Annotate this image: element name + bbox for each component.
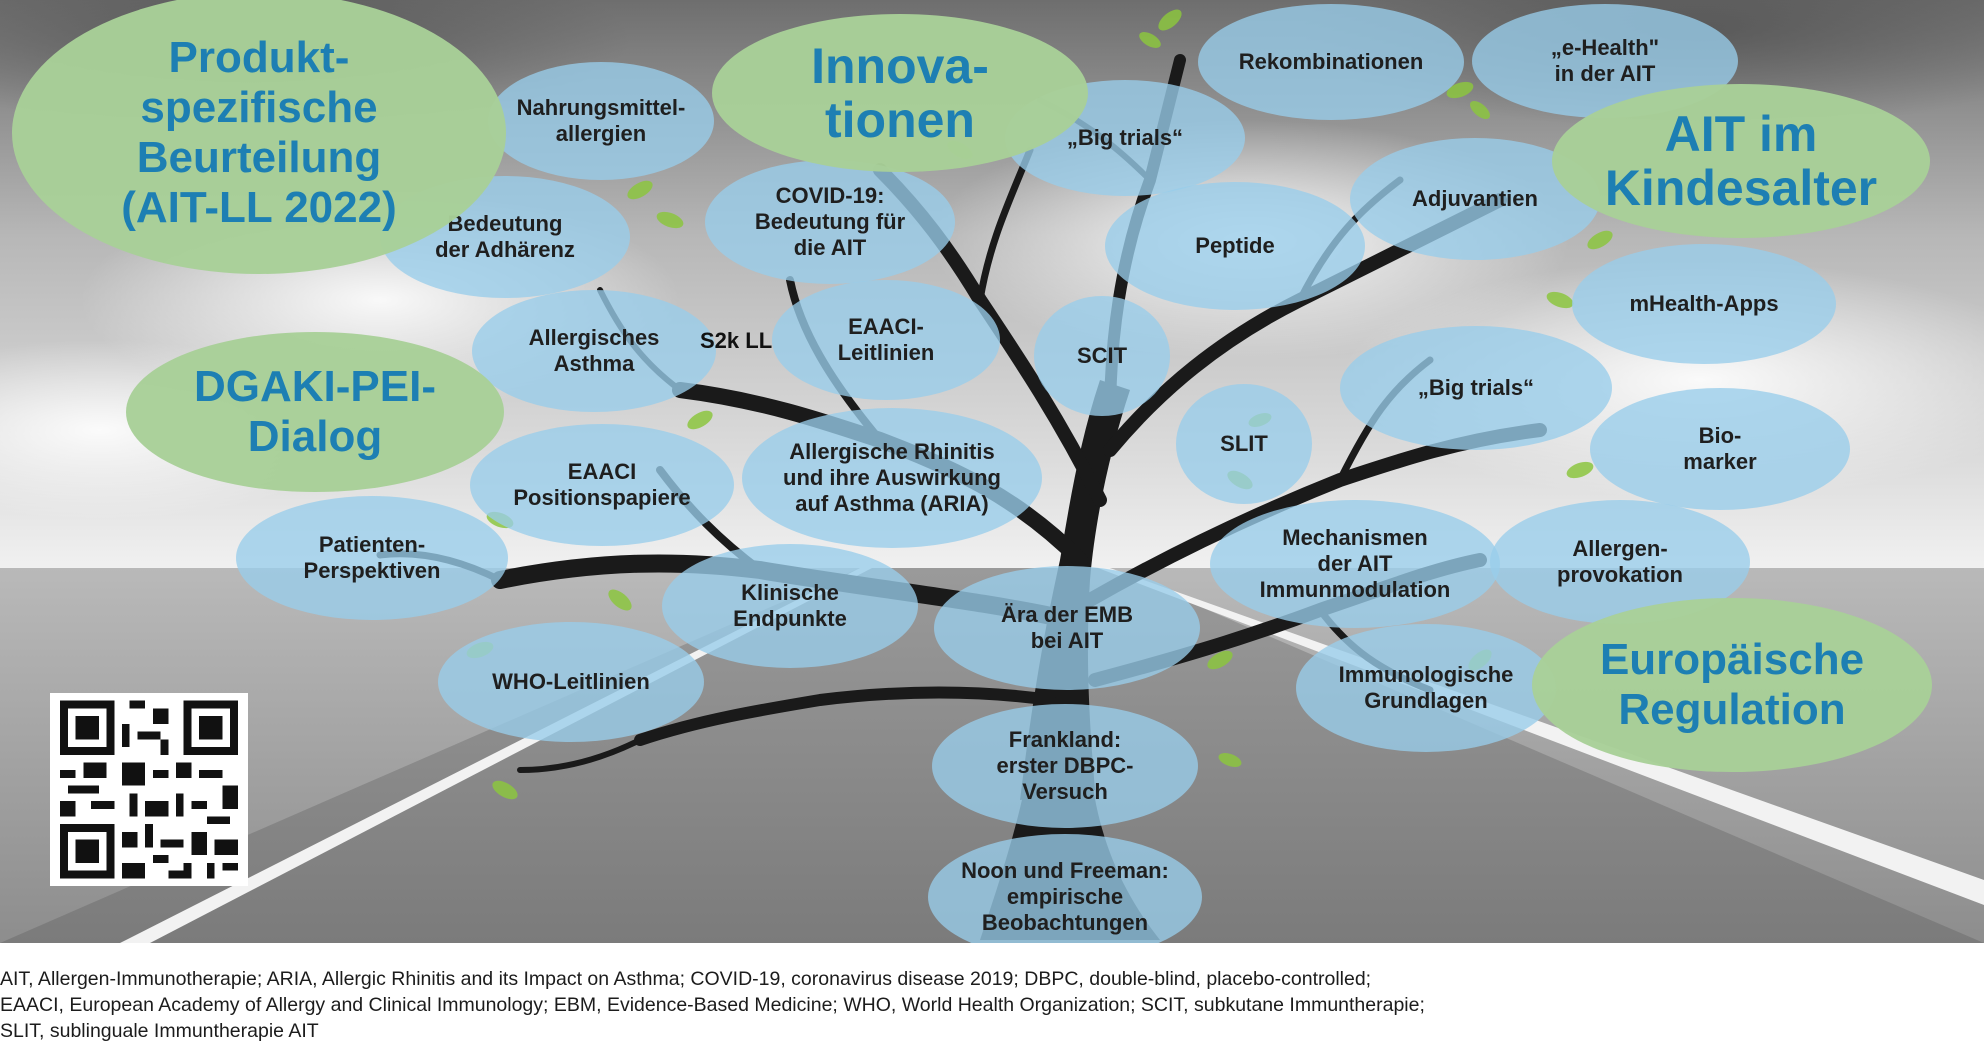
- bubble-label: EAACI- Leitlinien: [837, 314, 935, 365]
- bubble-label: „e-Health" in der AIT: [1550, 35, 1660, 86]
- bubble-label: Bio- marker: [1683, 423, 1757, 474]
- bubble-nahrungsmittelallergien: Nahrungsmittel- allergien: [488, 62, 714, 180]
- bubble-big-trials-right: „Big trials“: [1340, 326, 1612, 450]
- bubble-label: Allergisches Asthma: [528, 325, 660, 376]
- caption-line: SLIT, sublinguale Immuntherapie AIT: [0, 1020, 319, 1042]
- bubble-patientenperspektiven: Patienten- Perspektiven: [236, 496, 508, 620]
- caption-line: AIT, Allergen-Immunotherapie; ARIA, Alle…: [0, 968, 1372, 990]
- qr-code-icon: [50, 693, 248, 886]
- bubble-label: Noon und Freeman: empirische Beobachtung…: [961, 858, 1169, 935]
- bubble-covid: COVID-19: Bedeutung für die AIT: [705, 160, 955, 284]
- bubble-dgaki-pei-dialog: DGAKI-PEI- Dialog: [126, 332, 504, 492]
- bubble-label: WHO-Leitlinien: [492, 669, 650, 694]
- bubble-eaaci-positionspapiere: EAACI Positionspapiere: [470, 424, 734, 546]
- s2k-label: S2k LL: [700, 328, 773, 353]
- bubble-label: Adjuvantien: [1412, 186, 1538, 211]
- bubble-who-leitlinien: WHO-Leitlinien: [438, 622, 704, 742]
- bubble-label: Allergische Rhinitis und ihre Auswirkung…: [783, 439, 1001, 516]
- bubble-label: Mechanismen der AIT Immunmodulation: [1259, 525, 1451, 602]
- bubble-label: „Big trials“: [1066, 125, 1184, 150]
- bubble-klinische-endpunkte: Klinische Endpunkte: [662, 544, 918, 668]
- bubble-label: Europäische Regulation: [1599, 635, 1865, 734]
- bubble-eaaci-leitlinien: EAACI- Leitlinien: [772, 280, 1000, 400]
- bubble-label: Patienten- Perspektiven: [303, 532, 441, 583]
- bubble-produktspezifische-beurteilung: Produkt- spezifische Beurteilung (AIT-LL…: [12, 0, 506, 274]
- bubble-frankland: Frankland: erster DBPC- Versuch: [932, 704, 1198, 828]
- bubble-ait-kindesalter: AIT im Kindesalter: [1552, 84, 1930, 238]
- bubble-immunologische-grundlagen: Immunologische Grundlagen: [1296, 624, 1556, 752]
- bubble-europaeische-regulation: Europäische Regulation: [1532, 598, 1932, 772]
- bubble-label: EAACI Positionspapiere: [513, 459, 691, 510]
- bubble-label: Ära der EMB bei AIT: [1000, 602, 1134, 653]
- bubble-label: AIT im Kindesalter: [1604, 106, 1878, 216]
- caption-line: EAACI, European Academy of Allergy and C…: [0, 994, 1425, 1016]
- bubble-label: Nahrungsmittel- allergien: [516, 95, 686, 146]
- bubble-aria: Allergische Rhinitis und ihre Auswirkung…: [742, 408, 1042, 548]
- bubble-innovationen: Innova- tionen: [712, 14, 1088, 172]
- bubble-label: SLIT: [1220, 431, 1268, 456]
- bubble-label: COVID-19: Bedeutung für die AIT: [754, 183, 906, 260]
- bubble-ehealth: „e-Health" in der AIT: [1472, 4, 1738, 118]
- bubble-slit: SLIT: [1176, 384, 1312, 504]
- bubble-label: Immunologische Grundlagen: [1338, 662, 1514, 713]
- bubble-label: Allergen- provokation: [1557, 536, 1683, 587]
- bubble-label: Innova- tionen: [811, 38, 989, 148]
- bubble-label: Peptide: [1195, 233, 1275, 258]
- bubble-biomarker: Bio- marker: [1590, 388, 1850, 510]
- bubble-aera-emb: Ära der EMB bei AIT: [934, 566, 1200, 690]
- bubble-label: DGAKI-PEI- Dialog: [194, 362, 436, 461]
- diagram-figure: Nahrungsmittel- allergien Rekombinatione…: [0, 0, 1984, 943]
- bubble-label: „Big trials“: [1417, 375, 1535, 400]
- bubble-label: Klinische Endpunkte: [733, 580, 847, 631]
- bubble-label: Frankland: erster DBPC- Versuch: [996, 727, 1134, 804]
- bubble-scit: SCIT: [1034, 296, 1170, 416]
- bubble-label: Rekombinationen: [1238, 49, 1424, 74]
- bubble-mhealth: mHealth-Apps: [1572, 244, 1836, 364]
- bubble-label: Produkt- spezifische Beurteilung (AIT-LL…: [121, 33, 397, 232]
- bubble-mechanismen: Mechanismen der AIT Immunmodulation: [1210, 500, 1500, 628]
- bubble-label: mHealth-Apps: [1629, 291, 1779, 316]
- bubble-asthma: Allergisches Asthma: [472, 290, 716, 412]
- figure-caption: AIT, Allergen-Immunotherapie; ARIA, Alle…: [0, 966, 1984, 1044]
- bubble-noon-freeman: Noon und Freeman: empirische Beobachtung…: [928, 834, 1202, 943]
- bubble-label: SCIT: [1076, 343, 1128, 368]
- bubble-rekombinationen: Rekombinationen: [1198, 4, 1464, 120]
- bubble-label: Bedeutung der Adhärenz: [435, 211, 575, 262]
- bubble-peptide: Peptide: [1105, 182, 1365, 310]
